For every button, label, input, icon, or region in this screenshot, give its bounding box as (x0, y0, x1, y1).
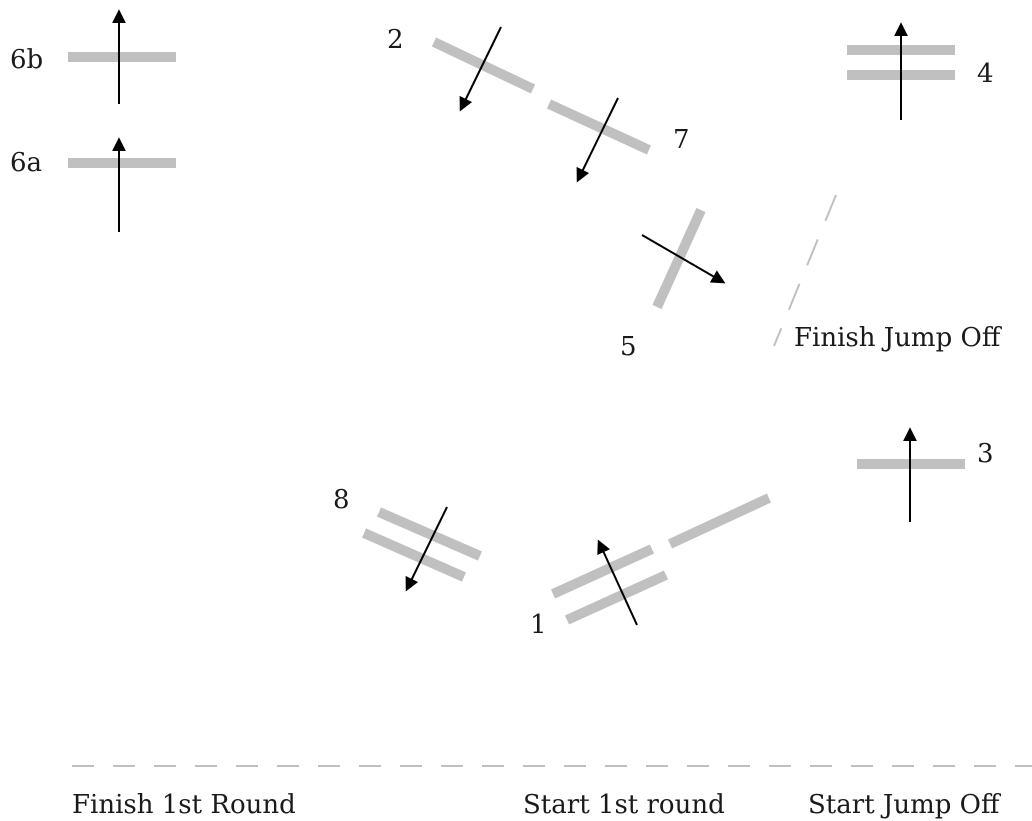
fence-label-6a: 6a (10, 148, 42, 178)
fence-label-4: 4 (977, 59, 994, 89)
start-1st-round-label: Start 1st round (523, 790, 725, 820)
arrow-icon (576, 97, 619, 183)
fence-label-3: 3 (977, 439, 994, 469)
fence-bar (546, 99, 652, 155)
finish-jump-off-label: Finish Jump Off (794, 323, 1003, 353)
fence-7 (546, 97, 652, 183)
fence-label-2: 2 (387, 25, 404, 55)
fence-label-6b: 6b (10, 45, 43, 75)
fence-6b (68, 9, 176, 104)
arrow-icon (641, 234, 726, 284)
fence-1 (550, 493, 772, 626)
fence-label-1: 1 (530, 610, 547, 640)
fence-label-7: 7 (673, 125, 690, 155)
fence-8 (361, 506, 482, 592)
fence-bar (550, 544, 655, 599)
fence-5 (641, 207, 726, 310)
fence-bar (431, 37, 536, 94)
finish-1st-round-label: Finish 1st Round (72, 790, 296, 820)
fence-2 (431, 26, 536, 112)
start-jump-off-label: Start Jump Off (808, 790, 1002, 820)
fence-6a (68, 137, 176, 232)
arrow-icon (597, 539, 638, 626)
fence-bar (564, 570, 669, 625)
fence-bar (667, 493, 772, 549)
fence-bar (361, 528, 467, 582)
finish-jump-off-line (773, 194, 837, 347)
fence-bar (652, 207, 706, 310)
arrow-icon (459, 26, 502, 112)
fence-4 (847, 22, 955, 120)
fence-3 (857, 427, 965, 522)
arrow-icon (405, 506, 448, 592)
fence-bar (377, 507, 482, 561)
fence-label-5: 5 (620, 332, 637, 362)
fence-label-8: 8 (333, 485, 350, 515)
